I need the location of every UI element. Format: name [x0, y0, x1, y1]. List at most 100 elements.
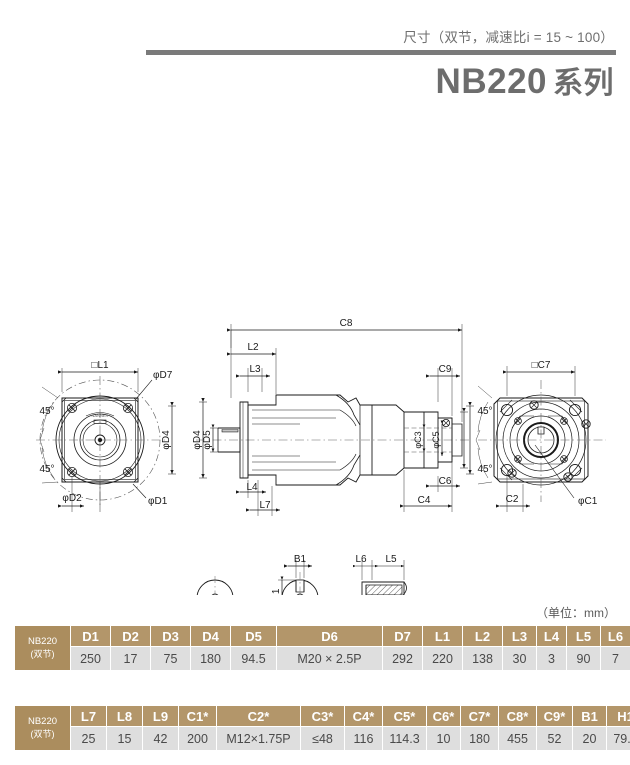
label-D4-left-view: φD4: [161, 430, 172, 450]
table-2-value-C1: 200: [178, 726, 217, 751]
center-section-view: φD4 φD5 C8 L2 L3: [192, 318, 470, 516]
table-1-header-D4: D4: [190, 625, 231, 647]
table-1-header-L6: L6: [600, 625, 630, 647]
table-1-header-L5: L5: [566, 625, 601, 647]
label-S2-H1: H1: [271, 588, 282, 595]
label-C6: C6: [439, 476, 452, 487]
table-2-header-H1: H1: [606, 705, 630, 727]
table-2-header-C6: C6*: [426, 705, 461, 727]
label-angle-top-right: 45°: [477, 406, 492, 417]
table-1-value-D1: 250: [70, 646, 111, 671]
table-1-value-D6: M20 × 2.5P: [276, 646, 383, 671]
unit-note: （单位：mm）: [536, 606, 616, 620]
shaft-type-s2-detail: B1 H1 D6 φ D3 轴型式 S 2: [271, 554, 319, 595]
label-C3: φC3: [413, 431, 423, 448]
header-divider-rule: [146, 50, 616, 55]
label-D4-center: φD4: [192, 430, 203, 450]
label-D2: φD2: [62, 493, 82, 504]
label-C7: □C7: [532, 360, 551, 371]
table-1-value-L5: 90: [566, 646, 601, 671]
table-1-header-D2: D2: [110, 625, 151, 647]
table-2-header-C1: C1*: [178, 705, 217, 727]
table-2-header-C7: C7*: [460, 705, 499, 727]
table-1-value-L2: 138: [462, 646, 503, 671]
label-D5: φD5: [202, 430, 213, 450]
table-1-value-L3: 30: [502, 646, 537, 671]
header-subtitle: 尺寸（双节，减速比i = 15 ~ 100）: [403, 30, 614, 45]
table-1-value-L1: 220: [422, 646, 463, 671]
left-flange-view: NANNER □L1: [36, 360, 176, 512]
label-L6: L6: [355, 554, 367, 565]
table-2-value-C7: 180: [460, 726, 499, 751]
spec-table-dimensions-2: NB220 (双节) L7 L8 L9 C1* C2* C3* C4* C5* …: [14, 705, 630, 751]
label-D7: φD7: [153, 370, 173, 381]
title-series: 系列: [553, 67, 614, 100]
table-2-header-L9: L9: [142, 705, 179, 727]
table-2-value-H1: 79.5: [606, 726, 630, 751]
label-angle-top-left: 45°: [39, 406, 54, 417]
table-1-header-D5: D5: [230, 625, 277, 647]
label-C5: φC5: [431, 431, 441, 448]
table-1-value-D7: 292: [382, 646, 423, 671]
table-1-value-row: 250 17 75 180 94.5 M20 × 2.5P 292 220 13…: [15, 646, 630, 671]
table-2-value-C8: 455: [498, 726, 537, 751]
table-1-value-D3: 75: [150, 646, 191, 671]
table-1-value-D4: 180: [190, 646, 231, 671]
table-1-header-D7: D7: [382, 625, 423, 647]
table-1-header-L1: L1: [422, 625, 463, 647]
table-2-model-sub: (双节): [30, 729, 55, 740]
title-model: NB220: [435, 62, 547, 101]
spec-table-dimensions-1: NB220 (双节) D1 D2 D3 D4 D5 D6 D7 L1 L2 L3…: [14, 625, 630, 671]
table-2-header-C8: C8*: [498, 705, 537, 727]
label-C1: φC1: [578, 496, 598, 507]
table-2-header-C4: C4*: [344, 705, 383, 727]
label-angle-bottom-left: 45°: [39, 464, 54, 475]
label-D1: φD1: [148, 496, 168, 507]
table-2-value-B1: 20: [572, 726, 607, 751]
table-2-header-C3: C3*: [300, 705, 345, 727]
label-L3: L3: [249, 364, 261, 375]
table-1-value-D2: 17: [110, 646, 151, 671]
label-L1: □L1: [91, 360, 109, 371]
table-2-row-label: NB220 (双节): [14, 705, 71, 751]
table-2-header-row: NB220 (双节) L7 L8 L9 C1* C2* C3* C4* C5* …: [14, 705, 630, 751]
table-1-header-D3: D3: [150, 625, 191, 647]
label-C4: C4: [418, 495, 431, 506]
table-2-value-L8: 15: [106, 726, 143, 751]
table-1-header-D1: D1: [70, 625, 111, 647]
table-1-model: NB220: [27, 635, 58, 647]
table-2-value-C2: M12×1.75P: [216, 726, 301, 751]
table-2-value-L7: 25: [70, 726, 107, 751]
table-1-model-sub: (双节): [30, 649, 55, 660]
table-2-value-C3: ≤48: [300, 726, 345, 751]
table-1-row-label: NB220 (双节): [14, 625, 71, 671]
table-1-header-L4: L4: [536, 625, 567, 647]
table-1-header-D6: D6: [276, 625, 383, 647]
table-1-value-L4: 3: [536, 646, 567, 671]
keyway-section-detail: L6 L5 L8 L9: [353, 554, 407, 595]
table-1-value-L6: 7: [600, 646, 630, 671]
label-C8: C8: [340, 318, 353, 329]
right-flange-view: □C7 45° 45° C2: [466, 360, 606, 512]
table-2-header-L7: L7: [70, 705, 107, 727]
table-2-value-L9: 42: [142, 726, 179, 751]
label-L7: L7: [259, 500, 271, 511]
table-2-value-C6: 10: [426, 726, 461, 751]
drawing-canvas: NANNER □L1: [36, 318, 606, 595]
table-1-header-row: NB220 (双节) D1 D2 D3 D4 D5 D6 D7 L1 L2 L3…: [14, 625, 630, 671]
table-2-header-C9: C9*: [536, 705, 573, 727]
label-C2: C2: [506, 494, 519, 505]
label-L2: L2: [247, 342, 259, 353]
table-1-value-D5: 94.5: [230, 646, 277, 671]
table-2-header-C2: C2*: [216, 705, 301, 727]
technical-drawing: NANNER □L1: [0, 140, 630, 595]
label-C9: C9: [439, 364, 452, 375]
table-2-value-C4: 116: [344, 726, 383, 751]
table-2-header-B1: B1: [572, 705, 607, 727]
label-L5: L5: [385, 554, 397, 565]
table-2-value-C9: 52: [536, 726, 573, 751]
table-2-value-row: 25 15 42 200 M12×1.75P ≤48 116 114.3 10 …: [15, 726, 630, 751]
table-1-header-L3: L3: [502, 625, 537, 647]
